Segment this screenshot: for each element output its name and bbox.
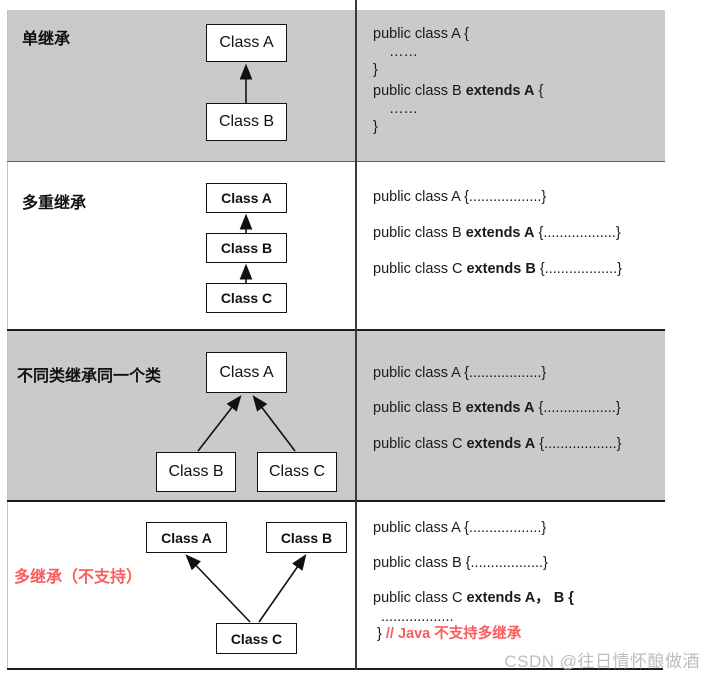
row-label-multilevel-inheritance: 多重继承	[22, 195, 87, 212]
code-text: public class A {	[373, 26, 469, 42]
row-divider-2	[7, 329, 665, 331]
class-box-a: Class A	[146, 522, 227, 553]
code-text: public class C	[373, 436, 467, 452]
code-text-bold: extends A	[465, 225, 535, 241]
column-divider	[355, 0, 357, 670]
code-text: ..................	[381, 609, 454, 625]
code-text: {..................}	[535, 261, 623, 277]
row1-gray-band	[7, 10, 665, 161]
class-box-c: Class C	[206, 283, 287, 313]
code-text: public class B {..................}	[373, 555, 548, 571]
class-box-a: Class A	[206, 183, 287, 213]
class-box-c: Class C	[216, 623, 297, 654]
code-line: } // Java 不支持多继承	[377, 627, 521, 642]
code-text-bold: extends A	[465, 83, 535, 99]
row-divider-3	[7, 500, 665, 502]
code-text: public class C	[373, 261, 467, 277]
code-text: {..................}	[535, 436, 622, 452]
code-line: public class C extends A， B {	[373, 591, 574, 606]
code-text: }	[377, 626, 386, 642]
code-text-bold: extends A， B {	[466, 590, 574, 606]
code-text: public class A {..................}	[373, 365, 547, 381]
inheritance-arrow	[185, 554, 251, 623]
code-text: ……	[389, 101, 418, 117]
code-line: ……	[389, 102, 418, 117]
row-divider-1	[7, 161, 665, 162]
code-text: {..................}	[534, 225, 621, 241]
code-line: ……	[389, 45, 418, 60]
code-line: public class B extends A {..............…	[373, 226, 621, 241]
row-label-single-inheritance: 单继承	[22, 31, 71, 48]
row-label-multiple-inheritance-unsupported: 多继承（不支持）	[14, 569, 143, 586]
code-text-bold: extends B	[466, 261, 536, 277]
code-text-bold: extends A	[466, 436, 536, 452]
code-line: public class A {..................}	[373, 521, 546, 536]
code-line: public class C extends A {..............…	[373, 437, 621, 452]
code-text: public class B	[373, 225, 466, 241]
code-text: public class A {..................}	[373, 189, 547, 205]
code-text: public class C	[373, 590, 467, 606]
code-text: }	[373, 119, 378, 135]
class-box-a: Class A	[206, 352, 287, 393]
code-text: {	[534, 83, 544, 99]
code-line: ..................	[381, 610, 454, 625]
csdn-watermark: CSDN @往日情怀酿做酒	[504, 652, 700, 671]
code-line: public class B extends A {	[373, 84, 543, 99]
code-text: {..................}	[534, 400, 621, 416]
code-line: }	[373, 63, 378, 78]
code-line: public class B {..................}	[373, 556, 548, 571]
code-text-bold: extends A	[465, 400, 535, 416]
table-bottom-border	[7, 668, 663, 670]
inheritance-arrow	[258, 554, 307, 623]
code-text: }	[373, 62, 378, 78]
code-line: public class C extends B {..............…	[373, 262, 622, 277]
class-box-b: Class B	[156, 452, 236, 492]
class-box-c: Class C	[257, 452, 337, 492]
code-line: public class A {	[373, 27, 469, 42]
class-box-b: Class B	[206, 103, 287, 141]
code-comment-unsupported: // Java 不支持多继承	[385, 626, 522, 642]
class-box-b: Class B	[266, 522, 347, 553]
class-box-b: Class B	[206, 233, 287, 263]
code-text: ……	[389, 44, 418, 60]
row-label-hierarchical-inheritance: 不同类继承同一个类	[17, 368, 162, 385]
code-text: public class A {..................}	[373, 520, 547, 536]
code-line: public class B extends A {..............…	[373, 401, 621, 416]
code-line: }	[373, 120, 378, 135]
class-box-a: Class A	[206, 24, 287, 62]
code-text: public class B	[373, 83, 466, 99]
table-left-border	[7, 10, 8, 668]
code-text: public class B	[373, 400, 466, 416]
code-line: public class A {..................}	[373, 366, 546, 381]
code-line: public class A {..................}	[373, 190, 546, 205]
